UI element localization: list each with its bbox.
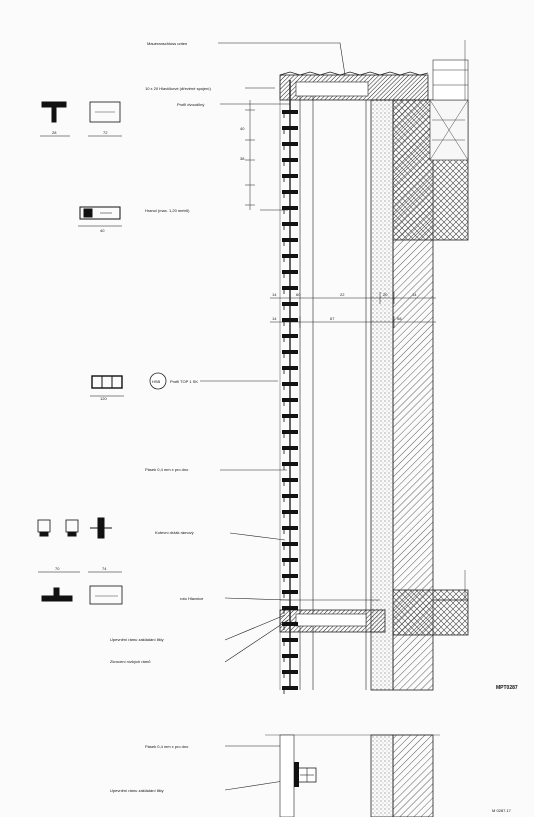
- facade-slat: [282, 414, 298, 418]
- facade-slat: [282, 142, 298, 146]
- facade-slat: [282, 318, 298, 322]
- label-7: Kotevní držák rámový: [155, 530, 194, 535]
- leader-lines: [200, 42, 346, 791]
- dim-3: 22: [340, 292, 345, 297]
- dimension-texts: 60 14 22 20 14 14 67 58 40 38: [240, 126, 417, 321]
- label-4: Hranol (max. 1,20 metrů): [145, 208, 190, 213]
- detail-dim-2: 72: [103, 130, 108, 135]
- bottom-detail: [265, 734, 440, 817]
- facade-slat: [282, 606, 298, 610]
- facade-slat: [282, 542, 298, 546]
- facade-slat: [282, 574, 298, 578]
- detail-dim-3: 40: [100, 228, 105, 233]
- callout-text: HSB: [152, 379, 161, 384]
- detail-sketch-4: [37, 517, 112, 539]
- label-1: Maueranschluss unten: [147, 41, 187, 46]
- detail-sketch-3: 120: [90, 375, 124, 401]
- label-3: Profil dvoudílný: [177, 102, 204, 107]
- facade-slat: [282, 126, 298, 130]
- annotation-labels: Maueranschluss unten 10 x 20 Hlavičkové …: [110, 41, 211, 793]
- floor-slab-top: [432, 40, 469, 101]
- facade-slat: [282, 302, 298, 306]
- top-lintel: [279, 71, 429, 101]
- facade-slat: [282, 206, 298, 210]
- wall-crosshatch-bottom: [392, 570, 469, 636]
- label-12: Upevnění rámu zakládání lišty: [110, 788, 164, 793]
- facade-slat: [282, 686, 298, 690]
- facade-slat: [282, 446, 298, 450]
- wall-insulation-layer: [370, 99, 394, 691]
- dim-10: 38: [240, 156, 245, 161]
- sheet-number: M 0287.17: [492, 808, 512, 813]
- label-11: Pásek 0,4 mm x pro dno: [145, 744, 189, 749]
- label-5: Profil TOP 1 SK: [170, 379, 198, 384]
- facade-slat: [282, 478, 298, 482]
- label-2: 10 x 20 Hlavičkové (dřevěné spojení): [145, 86, 211, 91]
- facade-slat: [282, 430, 298, 434]
- facade-slat: [282, 526, 298, 530]
- facade-slat: [282, 158, 298, 162]
- label-9: Upevnění rámu zakládání lišty: [110, 637, 164, 642]
- facade-slat: [282, 174, 298, 178]
- facade-slats: [282, 110, 298, 694]
- facade-slat: [282, 190, 298, 194]
- dim-6: 14: [272, 316, 277, 321]
- wall-crosshatch-top: [392, 99, 469, 241]
- detail-dim-4: 120: [100, 396, 107, 401]
- label-10: Zkrocení nízkých rámů: [110, 659, 150, 664]
- dim-7: 67: [330, 316, 335, 321]
- facade-slat: [282, 110, 298, 114]
- facade-slat: [282, 510, 298, 514]
- facade-slat: [282, 350, 298, 354]
- facade-slat: [282, 254, 298, 258]
- vertical-dimension-chain: [245, 100, 255, 210]
- dim-4: 20: [383, 292, 388, 297]
- detail-sketch-1: 28 72: [40, 101, 122, 137]
- dim-8: 58: [397, 316, 402, 321]
- dim-9: 40: [240, 126, 245, 131]
- label-8: roto Hlavnice: [180, 596, 204, 601]
- dim-1: 60: [296, 292, 301, 297]
- facade-slat: [282, 590, 298, 594]
- dim-5: 14: [412, 292, 417, 297]
- callout-circle: HSB: [149, 372, 167, 390]
- facade-slat: [282, 638, 298, 642]
- facade-slat: [282, 366, 298, 370]
- drawing-code: MPT0287: [496, 685, 518, 691]
- facade-slat: [282, 494, 298, 498]
- facade-slat: [282, 398, 298, 402]
- facade-slat: [282, 270, 298, 274]
- detail-dim-1: 28: [52, 130, 57, 135]
- facade-slat: [282, 334, 298, 338]
- detail-dim-5: 70: [55, 566, 60, 571]
- facade-slat: [282, 286, 298, 290]
- dim-2: 14: [272, 292, 277, 297]
- facade-slat: [282, 558, 298, 562]
- label-6: Pásek 0,4 mm x pro dno: [145, 467, 189, 472]
- detail-sketch-5: 70 74: [38, 566, 123, 605]
- facade-slat: [282, 222, 298, 226]
- facade-slat: [282, 622, 298, 626]
- bottom-sill: [279, 599, 386, 633]
- facade-slat: [282, 382, 298, 386]
- facade-slat: [282, 462, 298, 466]
- detail-sketch-2: 40: [78, 206, 122, 233]
- detail-dim-6: 74: [102, 566, 107, 571]
- facade-slat: [282, 654, 298, 658]
- facade-slat: [282, 670, 298, 674]
- facade-slat: [282, 238, 298, 242]
